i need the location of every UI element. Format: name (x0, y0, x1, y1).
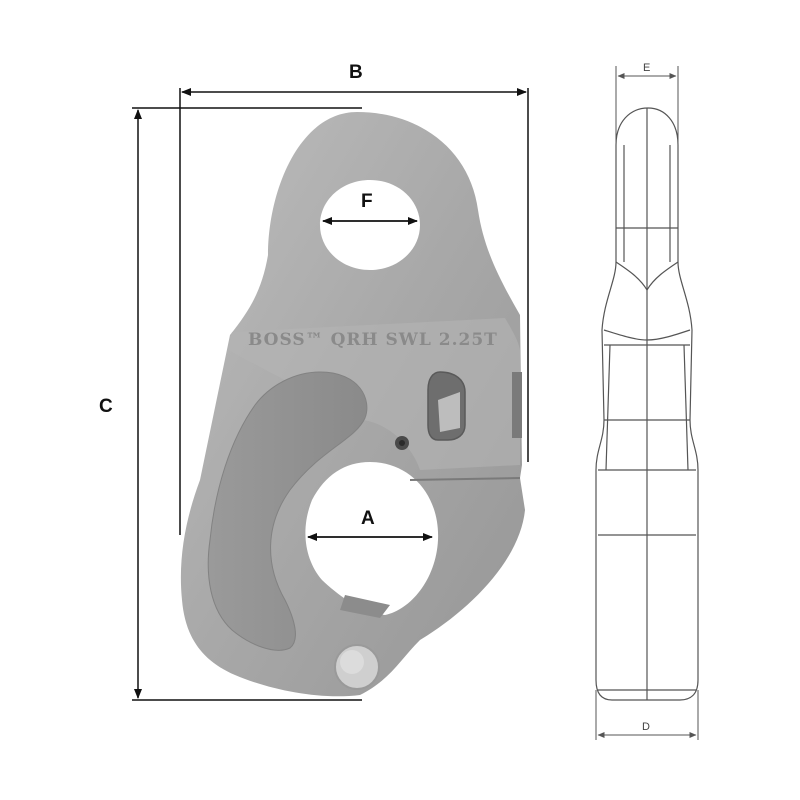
side-outline (595, 107, 699, 701)
side-slot (512, 372, 522, 438)
side-inner-left (605, 344, 611, 471)
dimension-c: C (99, 107, 362, 701)
side-band-3 (603, 329, 691, 341)
hook-front-view: BOSS™ QRH SWL 2.25T (180, 112, 525, 697)
dimension-f: F (322, 191, 418, 225)
dimension-d: D (595, 690, 699, 740)
dimension-a: A (307, 508, 433, 541)
side-band-2 (615, 261, 679, 292)
dim-a-label: A (361, 508, 375, 529)
dim-f-label: F (361, 191, 373, 212)
dim-e-label: E (643, 62, 650, 74)
dimension-e: E (615, 62, 679, 150)
hook-side-view (595, 107, 699, 701)
dimension-b: B (179, 62, 529, 535)
dim-c-label: C (99, 396, 113, 417)
grip-recess (207, 371, 368, 651)
rivet-pin-center (399, 440, 405, 446)
dim-b-label: B (349, 62, 363, 83)
latch-gap (409, 477, 521, 481)
engraving-text: BOSS™ QRH SWL 2.25T (248, 330, 498, 350)
dim-d-label: D (642, 721, 650, 733)
side-inner-right (683, 344, 689, 471)
latch-detail (340, 595, 390, 618)
hinge-pin-highlight (340, 650, 364, 674)
slot-window-inner (438, 392, 460, 432)
